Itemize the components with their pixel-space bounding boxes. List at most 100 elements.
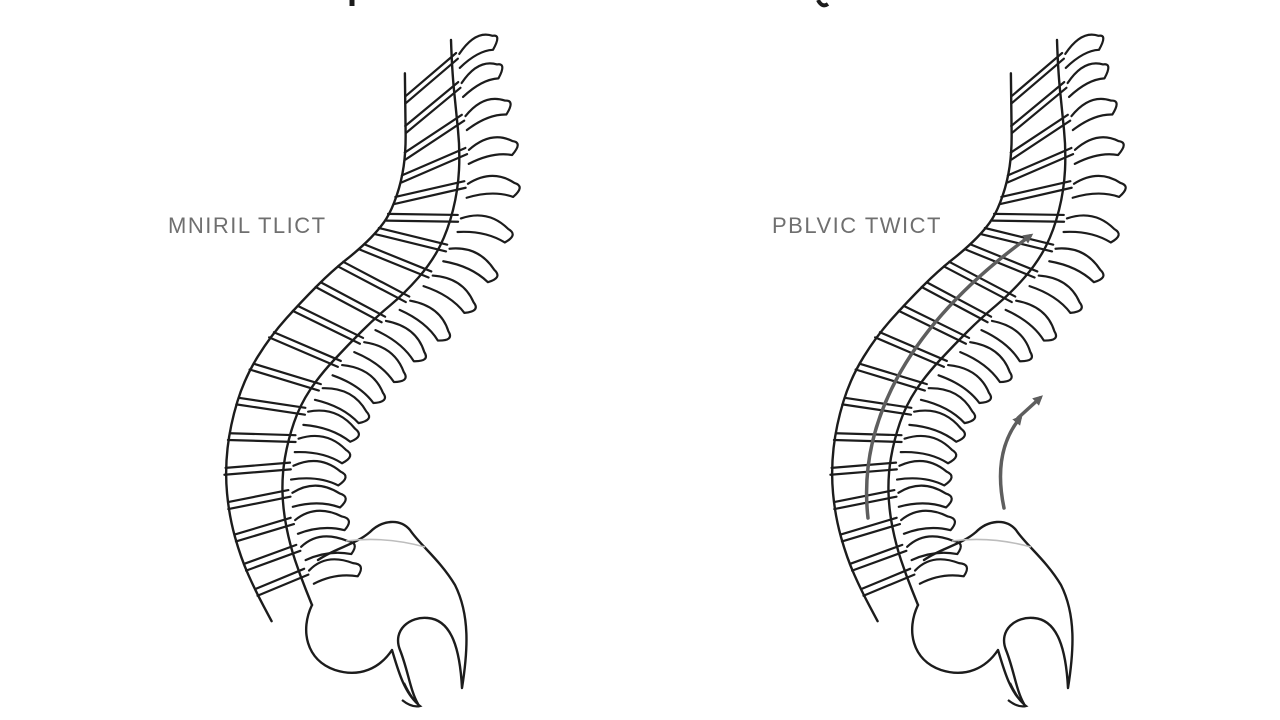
short-arrow	[1016, 395, 1043, 420]
vertebra-disc-line	[400, 146, 467, 177]
vertebra-disc-line	[964, 248, 1036, 279]
right-panel-label: PBLVIC TWICT	[772, 213, 942, 238]
spinous-process	[465, 174, 521, 199]
spinous-process	[908, 409, 967, 443]
vertebra-disc-line	[252, 362, 322, 386]
spinous-process	[895, 459, 953, 487]
spinous-process	[353, 341, 407, 384]
spinous-process	[291, 484, 347, 509]
tilt-arrows	[864, 233, 1043, 520]
vertebra-disc-line	[235, 403, 307, 416]
vertebra-disc-line	[314, 285, 383, 324]
vertebra-disc-line	[404, 119, 466, 161]
vertebra-disc-line	[862, 573, 916, 597]
vertebra-disc-line	[1010, 86, 1068, 135]
vertebra-disc-line	[358, 248, 430, 279]
vertebra-disc-line	[841, 403, 913, 416]
vertebra-disc-line	[851, 549, 908, 572]
vertebra-disc-line	[829, 468, 898, 476]
spinous-process	[919, 387, 977, 425]
spinous-process	[467, 136, 519, 165]
vertebra-disc-line	[1010, 80, 1066, 128]
vertebra-disc-line	[233, 516, 292, 536]
vertebra-disc-line	[1000, 180, 1072, 199]
spinous-process	[307, 558, 363, 585]
spinous-process	[464, 97, 512, 132]
spine-anterior-edge	[224, 72, 407, 623]
long-curved-arrow	[864, 233, 1034, 520]
vertebra-disc-line	[291, 309, 362, 345]
spinous-process	[398, 299, 452, 342]
vertebra-disc-line	[840, 522, 902, 543]
spinous-process	[460, 62, 504, 99]
vertebra-disc-line	[342, 260, 411, 298]
vertebra-disc-line	[319, 281, 387, 318]
spinous-process	[1064, 33, 1105, 70]
vertebra-disc-line	[992, 212, 1065, 217]
coccyx	[1007, 682, 1029, 708]
vertebra-disc-line	[1006, 153, 1075, 184]
spinous-process	[293, 434, 352, 465]
spine-posterior-edge	[281, 38, 461, 607]
vertebra-disc-line	[254, 567, 306, 591]
coccyx	[401, 682, 423, 708]
vertebra-disc-line	[874, 336, 946, 368]
vertebra-disc-line	[1010, 51, 1064, 98]
spinous-process	[294, 509, 350, 535]
vertebra-disc-line	[832, 488, 896, 504]
vertebra-disc-line	[242, 543, 298, 566]
spinous-process	[1048, 247, 1105, 284]
vertebra-disc-line	[839, 516, 898, 536]
pelvis-outline	[304, 520, 468, 706]
sacral-line	[951, 538, 1032, 548]
spinous-process	[1066, 62, 1110, 99]
spinous-process	[442, 247, 499, 284]
vertebra-disc-line	[920, 285, 989, 324]
spinous-process	[1028, 274, 1083, 314]
left-panel-label: MNIRIL TLICT	[168, 213, 327, 238]
vertebra-disc-line	[272, 331, 342, 363]
vertebra-disc-line	[256, 573, 310, 597]
vertebra-disc-line	[404, 80, 460, 128]
vertebra-disc-line	[1010, 119, 1072, 161]
spinous-process	[1073, 136, 1125, 165]
spinous-process	[1062, 214, 1120, 244]
vertebra-disc-line	[830, 461, 898, 469]
cropped-heading-fragment-right	[816, 0, 830, 8]
spinous-process	[331, 363, 387, 405]
vertebra-disc-line	[224, 461, 292, 469]
vertebra-disc-line	[226, 488, 290, 504]
spinous-process	[302, 409, 361, 443]
spinous-process	[313, 387, 371, 425]
vertebra-disc-line	[948, 260, 1017, 298]
vertebra-disc-line	[394, 180, 466, 199]
spinous-process	[422, 274, 477, 314]
vertebra-disc-line	[942, 265, 1013, 304]
pelvis-outline	[910, 520, 1074, 706]
vertebra-disc-line	[296, 304, 365, 340]
vertebra-disc-line	[228, 432, 297, 437]
vertebra-disc-line	[403, 113, 463, 154]
vertebra-disc-line	[404, 51, 458, 98]
spine-left	[223, 33, 521, 708]
vertebra-disc-line	[832, 438, 903, 444]
spine-posterior-edge	[887, 38, 1067, 607]
spinous-process	[458, 33, 499, 70]
spinous-process	[959, 341, 1013, 384]
spinous-process	[300, 535, 356, 562]
sacral-line	[345, 538, 426, 548]
spinous-process	[980, 319, 1033, 363]
vertebra-disc-line	[385, 219, 460, 223]
spinous-process	[906, 535, 962, 562]
vertebra-disc-line	[223, 468, 292, 476]
vertebra-disc-line	[878, 331, 948, 363]
vertebra-disc-line	[234, 522, 296, 543]
spinous-process	[937, 363, 993, 405]
spinous-process	[456, 214, 514, 244]
vertebra-disc-line	[983, 226, 1055, 246]
spinous-process	[1004, 299, 1058, 342]
vertebra-disc-line	[393, 186, 467, 206]
vertebra-disc-line	[1006, 146, 1073, 177]
spinous-process	[374, 319, 427, 363]
